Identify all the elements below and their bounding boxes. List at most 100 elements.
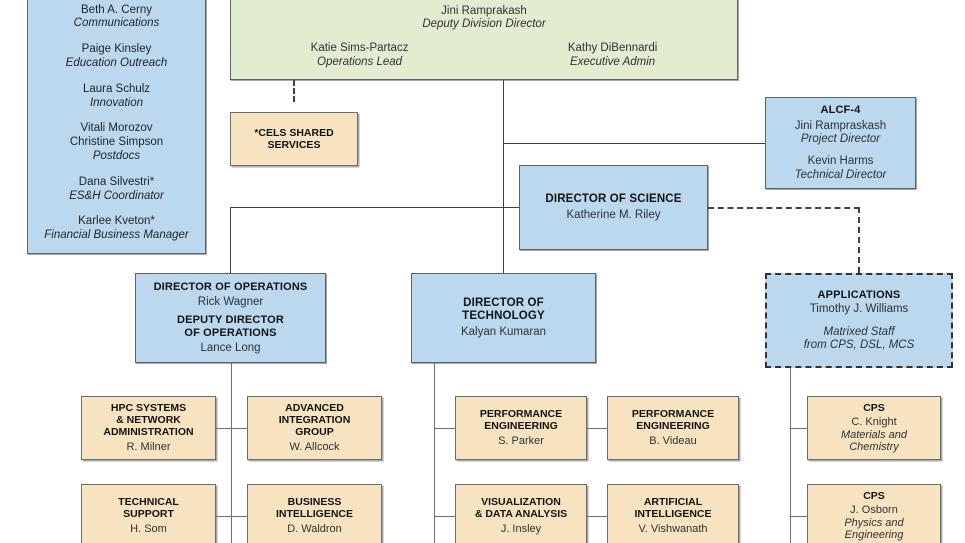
staff-role: Financial Business Manager <box>44 229 189 242</box>
group-cps-materials-chemistry: CPS C. Knight Materials and Chemistry <box>807 396 941 460</box>
group-title: CPS <box>863 489 885 502</box>
group-lead-name: V. Vishwanath <box>638 523 708 536</box>
group-title-l1: TECHNICAL <box>118 495 179 508</box>
staff-name: Beth A. Cerny <box>81 3 152 16</box>
group-visualization-data-analysis: VISUALIZATION & DATA ANALYSIS J. Insley <box>455 484 587 543</box>
executive-admin-name: Kathy DiBennardi <box>567 42 658 55</box>
director-of-science-title: DIRECTOR OF SCIENCE <box>545 192 682 205</box>
staff-entry: Karlee Kveton* Financial Business Manage… <box>44 215 188 243</box>
director-of-technology-title-l1: DIRECTOR OF <box>463 296 544 309</box>
alcf4-technical-director-name: Kevin Harms <box>807 155 874 168</box>
cels-shared-services-box: *CELS SHARED SERVICES <box>230 112 358 166</box>
cels-title-line1: *CELS SHARED <box>254 126 334 139</box>
staff-role: Education Outreach <box>65 57 168 70</box>
connector-technology-row1 <box>434 428 455 429</box>
alcf4-project-director-role: Project Director <box>800 133 881 146</box>
staff-role: Postdocs <box>92 150 141 163</box>
connector-dashed-science-to-applications-h <box>708 207 860 209</box>
division-director-title: Division Director <box>442 0 526 1</box>
group-artificial-intelligence: ARTIFICIAL INTELLIGENCE V. Vishwanath <box>607 484 739 543</box>
group-lead-name: R. Milner <box>126 441 171 454</box>
connector-applications-row2 <box>790 516 807 517</box>
group-title-l2: INTEGRATION <box>278 414 351 427</box>
group-title-l2: INTELLIGENCE <box>634 508 712 521</box>
director-of-operations-box: DIRECTOR OF OPERATIONS Rick Wagner DEPUT… <box>135 273 326 363</box>
division-office-box: Division Director Jini Ramprakash Deputy… <box>230 0 738 80</box>
group-title-l2: SUPPORT <box>123 508 174 521</box>
deputy-director-of-operations-title-l2: OF OPERATIONS <box>184 326 277 339</box>
connector-green-to-cels <box>293 80 295 102</box>
staff-name: Paige Kinsley <box>81 43 152 56</box>
group-title-l1: BUSINESS <box>287 495 342 508</box>
group-title-l1: ADVANCED <box>285 401 344 414</box>
group-title: CPS <box>863 401 885 414</box>
deputy-director-of-operations-name: Lance Long <box>200 341 261 354</box>
director-of-operations-title: DIRECTOR OF OPERATIONS <box>153 281 308 294</box>
director-of-science-name: Katherine M. Riley <box>566 209 661 221</box>
applications-note-l2: from CPS, DSL, MCS <box>803 339 915 352</box>
applications-lead-name: Timothy J. Williams <box>809 303 909 316</box>
executive-admin-role: Executive Admin <box>569 55 656 68</box>
alcf4-box: ALCF-4 Jini Rampraskash Project Director… <box>765 97 916 189</box>
staff-entry: Beth A. Cerny Communications <box>74 4 160 32</box>
group-cps-physics-engineering: CPS J. Osborn Physics and Engineering <box>807 484 941 543</box>
group-hpc-systems-network-administration: HPC SYSTEMS & NETWORK ADMINISTRATION R. … <box>81 396 216 460</box>
cels-title-line2: SERVICES <box>267 139 321 151</box>
group-title-l2: ENGINEERING <box>484 420 558 433</box>
applications-title: APPLICATIONS <box>817 288 901 301</box>
group-lead-name: B. Videau <box>649 435 697 448</box>
group-title-l2: & NETWORK <box>116 414 181 427</box>
staff-entry: Dana Silvestri* ES&H Coordinator <box>69 176 164 204</box>
director-of-technology-name: Kalyan Kumaran <box>460 326 547 339</box>
staff-name-secondary: Christine Simpson <box>69 136 164 149</box>
staff-entry: Paige Kinsley Education Outreach <box>66 43 168 71</box>
connector-technology-mid1 <box>587 428 607 429</box>
connector-applications-spine <box>790 368 791 543</box>
group-area-l1: Physics and <box>844 516 904 529</box>
deputy-director-of-operations-title-l1: DEPUTY DIRECTOR <box>177 314 284 327</box>
group-title-l2: & DATA ANALYSIS <box>474 508 568 521</box>
staff-entry: Laura Schulz Innovation <box>83 83 150 111</box>
connector-applications-row1 <box>790 428 807 429</box>
group-area-l2: Chemistry <box>849 441 899 454</box>
group-title-l2: INTELLIGENCE <box>275 508 353 521</box>
connector-spine-to-technology <box>503 208 504 273</box>
group-performance-engineering-parker: PERFORMANCE ENGINEERING S. Parker <box>455 396 587 460</box>
connector-dashed-science-to-applications-v <box>858 207 860 273</box>
group-title-l3: GROUP <box>295 426 334 439</box>
group-title-l2: ENGINEERING <box>636 420 710 433</box>
director-of-science-box: DIRECTOR OF SCIENCE Katherine M. Riley <box>519 165 708 250</box>
operations-lead: Katie Sims-Partacz Operations Lead <box>311 42 409 69</box>
connector-technology-spine <box>434 363 435 543</box>
group-title-l1: ARTIFICIAL <box>643 495 703 508</box>
group-title-l3: ADMINISTRATION <box>103 426 194 439</box>
group-lead-name: C. Knight <box>851 415 897 428</box>
staff-name: Laura Schulz <box>82 82 151 95</box>
staff-role: Communications <box>73 17 160 30</box>
connector-to-alcf4 <box>503 143 765 144</box>
operations-lead-name: Katie Sims-Partacz <box>310 42 409 55</box>
deputy-division-director-role: Deputy Division Director <box>422 18 546 31</box>
alcf4-project-director-name: Jini Rampraskash <box>794 119 887 132</box>
connector-technology-mid2 <box>587 516 607 517</box>
group-performance-engineering-videau: PERFORMANCE ENGINEERING B. Videau <box>607 396 739 460</box>
staff-name: Karlee Kveton* <box>78 215 155 228</box>
operations-lead-role: Operations Lead <box>317 55 403 68</box>
group-business-intelligence: BUSINESS INTELLIGENCE D. Waldron <box>247 484 382 543</box>
group-title-l1: HPC SYSTEMS <box>110 401 187 414</box>
applications-note-l1: Matrixed Staff <box>823 325 895 338</box>
connector-operations-row2 <box>216 516 247 517</box>
connector-operations-spine <box>231 363 232 543</box>
staff-entry: Vitali Morozov Christine Simpson Postdoc… <box>70 122 163 163</box>
connector-technology-row2 <box>434 516 455 517</box>
group-area-l2: Engineering <box>844 529 904 542</box>
connector-green-to-science-spine <box>503 80 504 208</box>
alcf4-title: ALCF-4 <box>820 103 861 116</box>
group-lead-name: D. Waldron <box>287 523 342 536</box>
director-of-operations-name: Rick Wagner <box>197 295 264 308</box>
staff-name: Vitali Morozov <box>80 122 153 135</box>
group-technical-support: TECHNICAL SUPPORT H. Som <box>81 484 216 543</box>
executive-admin: Kathy DiBennardi Executive Admin <box>568 42 658 69</box>
support-staff-panel: Meg Ambroz HR Manager Beth A. Cerny Comm… <box>27 0 206 254</box>
